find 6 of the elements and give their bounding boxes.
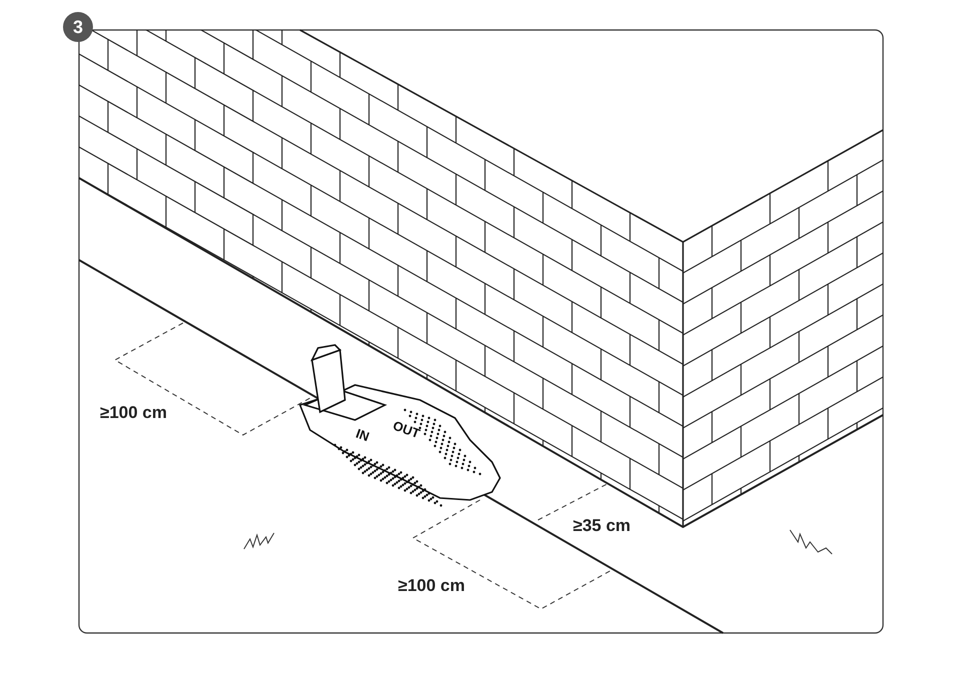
floor-marking-text: IN: [354, 426, 372, 444]
dimension-label: ≥100 cm: [100, 403, 167, 423]
step-number: 3: [63, 12, 93, 42]
dimension-label: ≥100 cm: [398, 576, 465, 596]
floor-marking-text: OUT: [390, 418, 422, 442]
dimension-label: ≥35 cm: [573, 516, 631, 536]
